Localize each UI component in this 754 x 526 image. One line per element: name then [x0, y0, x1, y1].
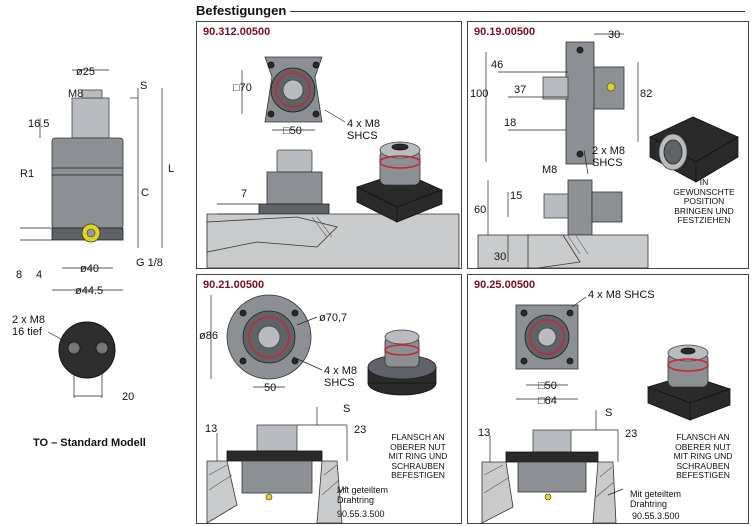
section-title: Befestigungen	[196, 3, 287, 18]
dim-100: 100	[470, 88, 489, 100]
dim-d707: ø70,7	[319, 312, 348, 324]
dim-30: 30	[608, 29, 621, 41]
title-rule	[290, 11, 745, 12]
dim-sq70: □70	[233, 82, 252, 94]
install-note: FLANSCH AN OBERER NUT MIT RING UND SCHRA…	[673, 432, 733, 480]
part-number: 90.55.3.500	[337, 509, 385, 519]
dim-165: 16.5	[28, 118, 50, 130]
dim-15: 15	[510, 190, 523, 202]
dim-46: 46	[491, 59, 504, 71]
dim-18: 18	[504, 117, 517, 129]
panel-90-312-drawing	[206, 56, 460, 269]
panel-90-21: 90.21.00500 ø86 ø70,	[196, 274, 462, 524]
dim-7: 7	[241, 188, 248, 200]
dim-20: 20	[122, 391, 135, 403]
panel-code: 90.25.00500	[474, 279, 536, 291]
dim-m8: M8	[542, 164, 558, 176]
dim-37: 37	[514, 84, 527, 96]
drahtring-label: Mit geteiltem Drahtring	[630, 489, 682, 509]
panel-90-19: 90.19.00500 30 46 37 100 82 18	[467, 21, 749, 269]
dim-60: 60	[474, 204, 487, 216]
install-note: FLANSCH AN OBERER NUT MIT RING UND SCHRA…	[388, 432, 448, 480]
dim-4: 4	[36, 269, 43, 281]
dim-sq50: □50	[283, 125, 302, 137]
panel-90-25-drawing	[481, 296, 732, 524]
dim-screws: 4 x M8 SHCS	[324, 365, 358, 389]
dim-g18: G 1/8	[136, 257, 163, 269]
part-number: 90.55.3.500	[632, 511, 680, 521]
standard-model-side-view	[20, 69, 163, 291]
dim-tapped-holes: 2 x M8 16 tief	[12, 314, 46, 338]
drahtring-label: Mit geteiltem Drahtring	[337, 485, 389, 505]
panel-code: 90.312.00500	[203, 26, 271, 38]
dim-screws: 2 x M8 SHCS	[592, 145, 626, 169]
panel-90-19-drawing	[477, 33, 739, 269]
dim-8: 8	[16, 269, 23, 281]
model-caption: TO – Standard Modell	[33, 437, 146, 449]
dim-c: C	[141, 187, 149, 199]
dim-r1: R1	[20, 168, 35, 180]
dim-m8: M8	[68, 88, 84, 100]
dim-screws: 4 x M8 SHCS	[588, 289, 655, 301]
dim-d25: ø25	[76, 66, 95, 78]
panel-code: 90.19.00500	[474, 26, 536, 38]
dim-screws: 4 x M8 SHCS	[347, 118, 381, 142]
standard-model-bottom-view	[47, 321, 116, 398]
dim-s: S	[605, 407, 613, 419]
dim-s: S	[343, 403, 351, 415]
dim-30b: 30	[494, 251, 507, 263]
dim-23: 23	[354, 424, 367, 436]
dim-s: S	[140, 80, 148, 92]
dim-d40: ø40	[80, 263, 99, 275]
dim-23: 23	[625, 428, 638, 440]
dim-13: 13	[478, 427, 491, 439]
panel-90-25: 90.25.00500 4 x M8 SHC	[467, 274, 749, 524]
panel-90-312: 90.312.00500 □70 □50 4 x M8 SHCS 7	[196, 21, 462, 269]
dim-sq50: □50	[538, 380, 557, 392]
install-note: IN GEWÜNSCHTE POSITION BRINGEN UND FESTZ…	[673, 177, 735, 225]
dim-50: 50	[264, 382, 277, 394]
dim-13: 13	[205, 423, 218, 435]
dim-l: L	[168, 163, 175, 175]
panel-90-21-drawing	[206, 294, 437, 524]
dim-d445: ø44.5	[75, 285, 104, 297]
dim-sq64: □64	[538, 395, 557, 407]
dim-d86: ø86	[199, 330, 218, 342]
dim-82: 82	[640, 88, 653, 100]
panel-code: 90.21.00500	[203, 279, 265, 291]
